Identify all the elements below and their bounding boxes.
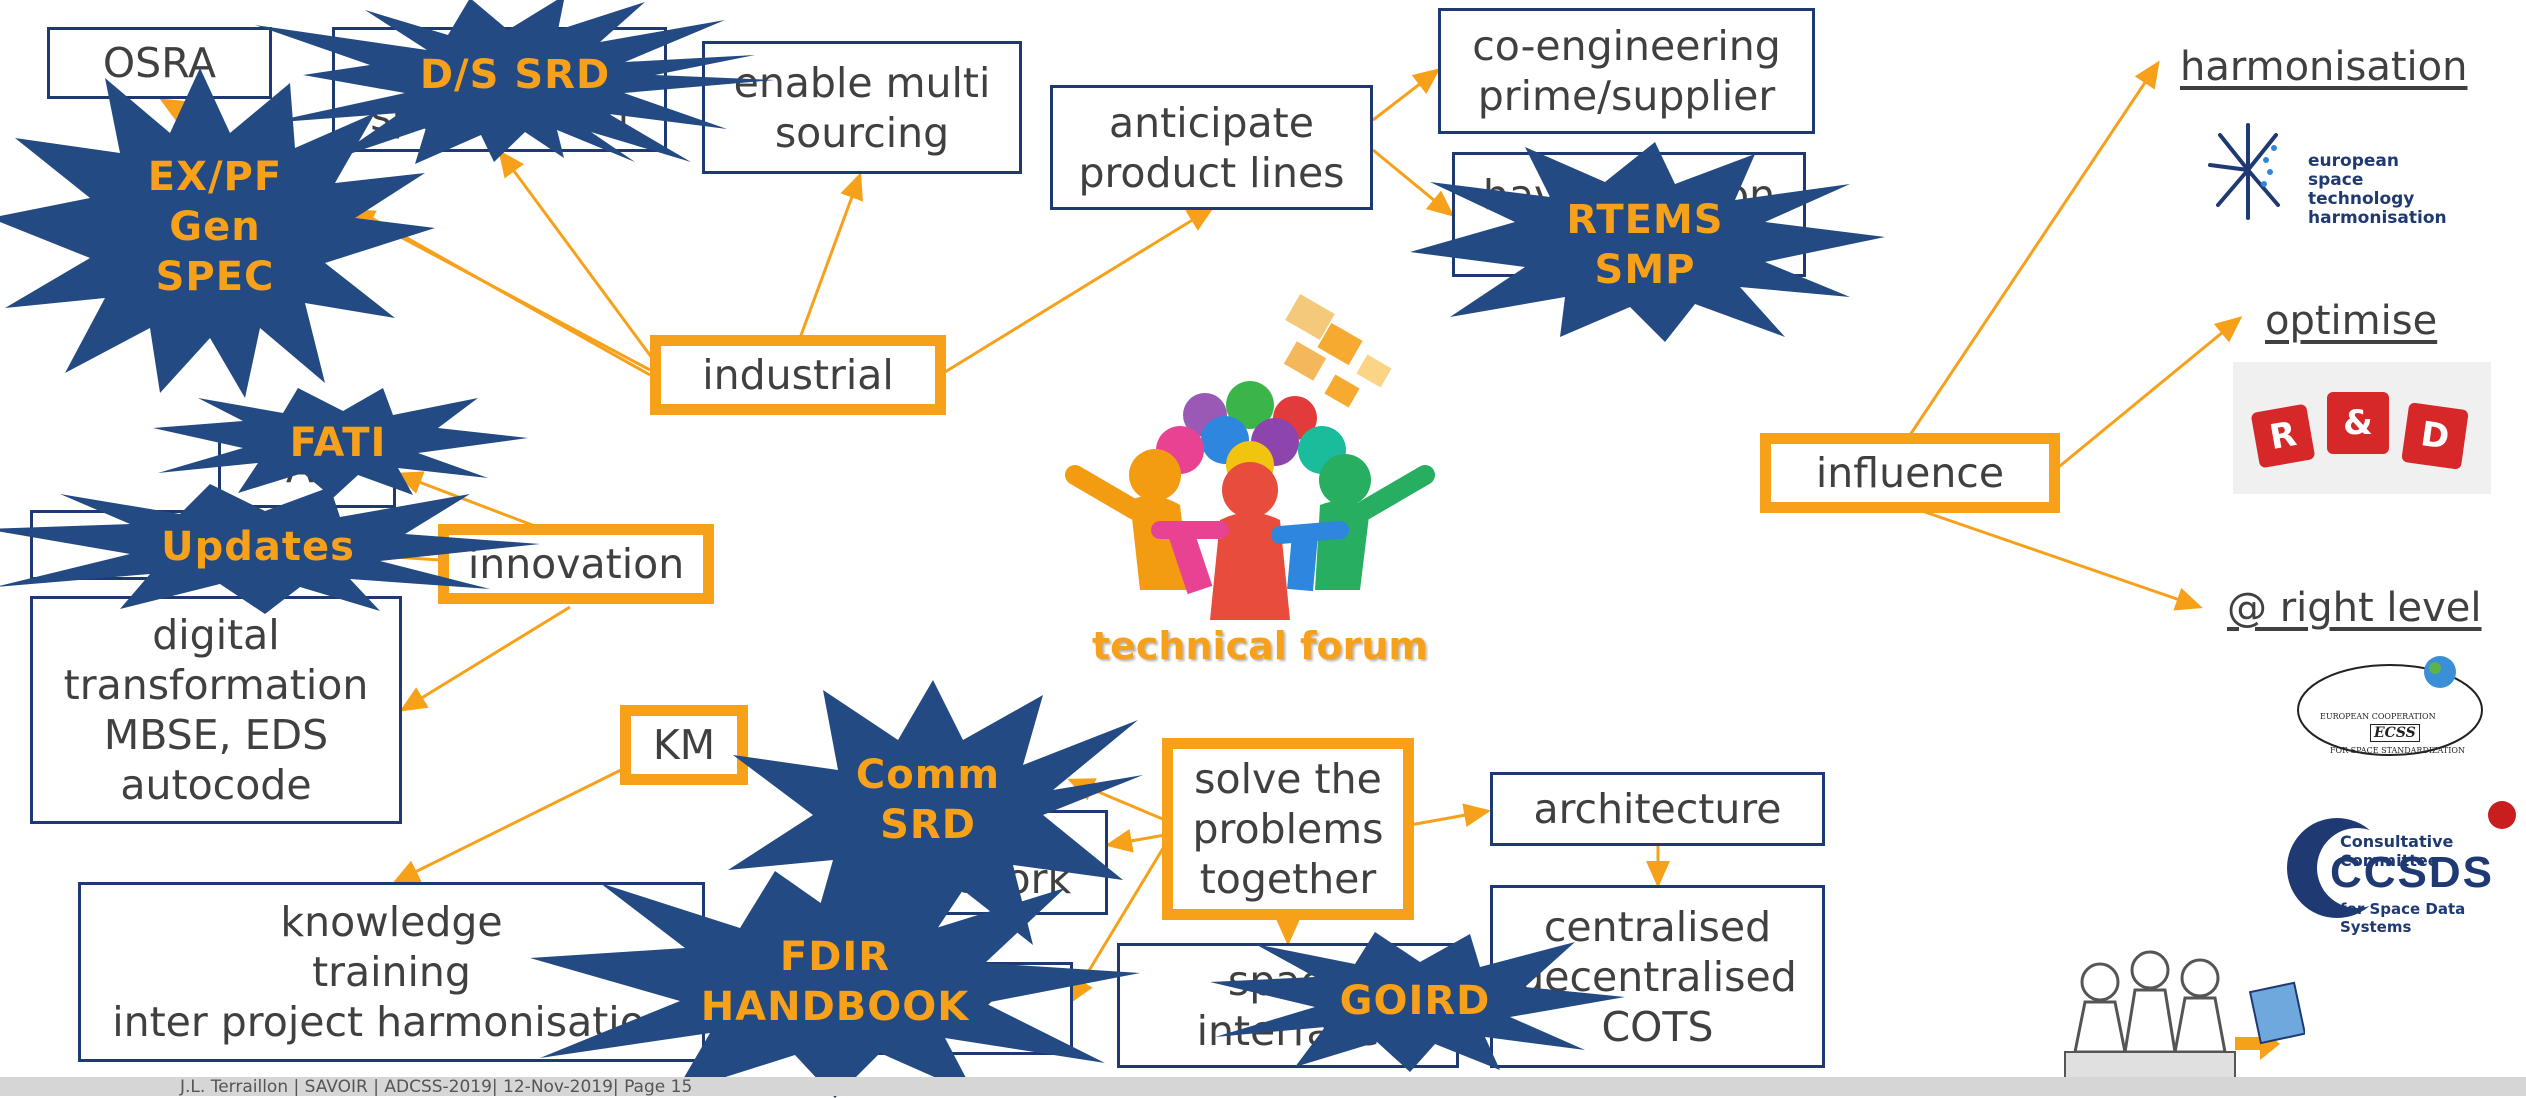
- star-rtems-label: RTEMS SMP: [1566, 197, 1724, 293]
- ccsds-line-1: Consultative Committee: [2340, 832, 2454, 870]
- arrow-influence-rightlevel: [1924, 510, 2203, 611]
- star-expf-icon: [0, 68, 435, 398]
- right-level-heading: @ right level: [2227, 585, 2482, 631]
- box-centralised: centralised decentralised COTS: [1490, 885, 1825, 1068]
- arrow-solve-network: [1105, 829, 1166, 853]
- arrow-km-knowledge: [392, 766, 626, 884]
- ccsds-line-3: for Space Data Systems: [2340, 900, 2466, 936]
- esth-line-1: european: [2308, 151, 2399, 171]
- star-comm-srd-icon: [728, 680, 1143, 950]
- box-knowledge: knowledge training inter project harmoni…: [78, 882, 705, 1062]
- arrow-influence-optimise: [2054, 316, 2243, 472]
- rd-dice-image: R & D: [2233, 362, 2491, 494]
- footer: J.L. Terraillon | SAVOIR | ADCSS-2019| 1…: [0, 1077, 2526, 1097]
- star-fati-label: FATI: [289, 420, 387, 466]
- ecss-line-3: FOR SPACE STANDARDIZATION: [2330, 746, 2465, 755]
- esth-burst-icon: [2208, 123, 2280, 220]
- star-fati-icon: [153, 388, 528, 498]
- box-digital-transformation: digital transformation MBSE, EDS autocod…: [30, 596, 402, 824]
- box-enable-multi-sourcing: enable multi sourcing: [702, 41, 1022, 174]
- ccsds-logo: Consultative Committee CCSDS for Space D…: [2262, 798, 2526, 936]
- esth-logo: european space technology harmonisation: [2208, 120, 2468, 230]
- ecss-line-1: EUROPEAN COOPERATION: [2320, 712, 2436, 721]
- arrow-innovation-fati: [395, 471, 541, 530]
- ecss-swoosh-icon: [2297, 656, 2483, 756]
- box-influence: influence: [1760, 433, 2060, 513]
- esth-text: european space technology harmonisation: [2308, 152, 2468, 228]
- dice-d: D: [2401, 402, 2469, 470]
- arrow-industrial-productlines: [944, 206, 1215, 374]
- box-innovation: innovation: [438, 524, 714, 604]
- ecss-logo: EUROPEAN COOPERATION ECSS FOR SPACE STAN…: [2290, 650, 2490, 770]
- arrow-influence-harmonisation: [1908, 60, 2160, 436]
- star-ds-srd-icon: [255, 0, 775, 164]
- star-updates-icon: [0, 484, 540, 614]
- arrow-industrial-multisourcing: [798, 172, 863, 339]
- arrow-productlines-common: [1372, 148, 1455, 217]
- ccsds-line-2: CCSDS: [2330, 848, 2495, 897]
- dice-and: &: [2327, 392, 2389, 454]
- arrow-industrial-spec: [498, 149, 657, 363]
- box-anticipate-product-lines: anticipate product lines: [1050, 85, 1373, 210]
- technical-forum-label: technical forum: [1091, 624, 1429, 668]
- arrow-innovation-digital: [399, 605, 571, 712]
- esth-line-2: space technology: [2308, 170, 2415, 209]
- box-osra: OSRA: [47, 27, 272, 99]
- star-fdir-label: FDIR HANDBOOK: [700, 934, 970, 1030]
- harmonisation-heading: harmonisation: [2180, 44, 2468, 90]
- box-solve-problems: solve the problems together: [1162, 738, 1414, 920]
- team-building-blocks-icon: [2064, 950, 2305, 1081]
- arrow-solve-architecture: [1409, 803, 1491, 828]
- star-comm-srd-label: Comm SRD: [855, 752, 1001, 848]
- dice-r: R: [2250, 403, 2316, 469]
- box-km: KM: [620, 705, 748, 785]
- star-goird-label: GOIRD: [1339, 978, 1491, 1024]
- ecss-line-2: ECSS: [2370, 724, 2420, 742]
- star-goird-icon: [1210, 932, 1625, 1072]
- people-group-icon: [1065, 294, 1435, 620]
- box-architecture: architecture: [1490, 772, 1825, 846]
- star-ds-srd-label: D/S SRD: [419, 52, 611, 98]
- box-industrial: industrial: [650, 335, 946, 415]
- star-updates-label: Updates: [161, 524, 355, 570]
- star-expf-label: EX/PF Gen SPEC: [147, 154, 283, 300]
- arrow-productlines-coeng: [1372, 68, 1441, 122]
- star-fdir-icon: [530, 871, 1140, 1098]
- ccsds-globe-icon: [2287, 801, 2516, 918]
- box-co-engineering: co-engineering prime/supplier: [1438, 8, 1815, 134]
- footer-text: J.L. Terraillon | SAVOIR | ADCSS-2019| 1…: [180, 1077, 693, 1097]
- esth-line-3: harmonisation: [2308, 208, 2447, 228]
- optimise-heading: optimise: [2265, 298, 2438, 344]
- star-rtems-icon: [1410, 142, 1885, 342]
